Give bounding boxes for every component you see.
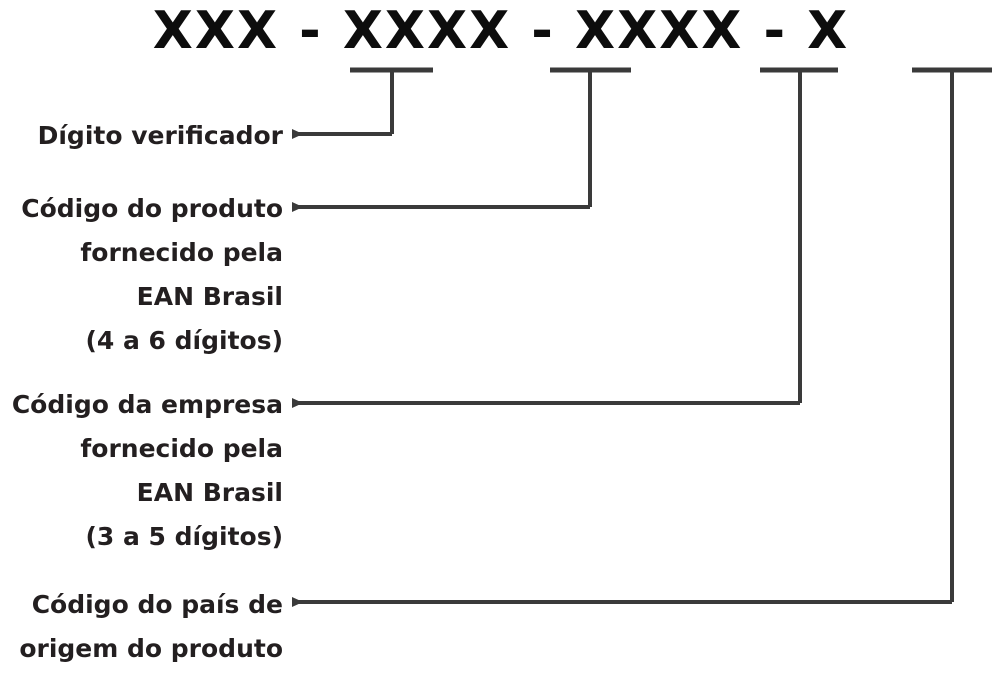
bracket-group-3: [760, 67, 838, 403]
bracket-group-1: [350, 67, 433, 134]
label-line: EAN Brasil: [136, 282, 283, 311]
bracket-group-4: [912, 67, 992, 602]
bracket-group-2: [550, 67, 631, 207]
label-line: Código da empresa: [11, 390, 283, 419]
label-line: Dígito verificador: [37, 121, 283, 150]
label-line: (3 a 5 dígitos): [85, 522, 283, 551]
label-line: fornecido pela: [80, 238, 283, 267]
label-line: Código do produto: [21, 194, 283, 223]
country-code-label: Código do país de origem do produto: [0, 583, 283, 671]
label-line: EAN Brasil: [136, 478, 283, 507]
company-code-label: Código da empresa fornecido pela EAN Bra…: [0, 383, 283, 559]
label-line: Código do país de: [31, 590, 283, 619]
product-code-label: Código do produto fornecido pela EAN Bra…: [0, 187, 283, 363]
label-line: origem do produto: [19, 634, 283, 663]
label-line: (4 a 6 dígitos): [85, 326, 283, 355]
label-line: fornecido pela: [80, 434, 283, 463]
code-mask-text: XXX - XXXX - XXXX - X: [152, 1, 850, 61]
check-digit-label: Dígito verificador: [0, 114, 283, 158]
